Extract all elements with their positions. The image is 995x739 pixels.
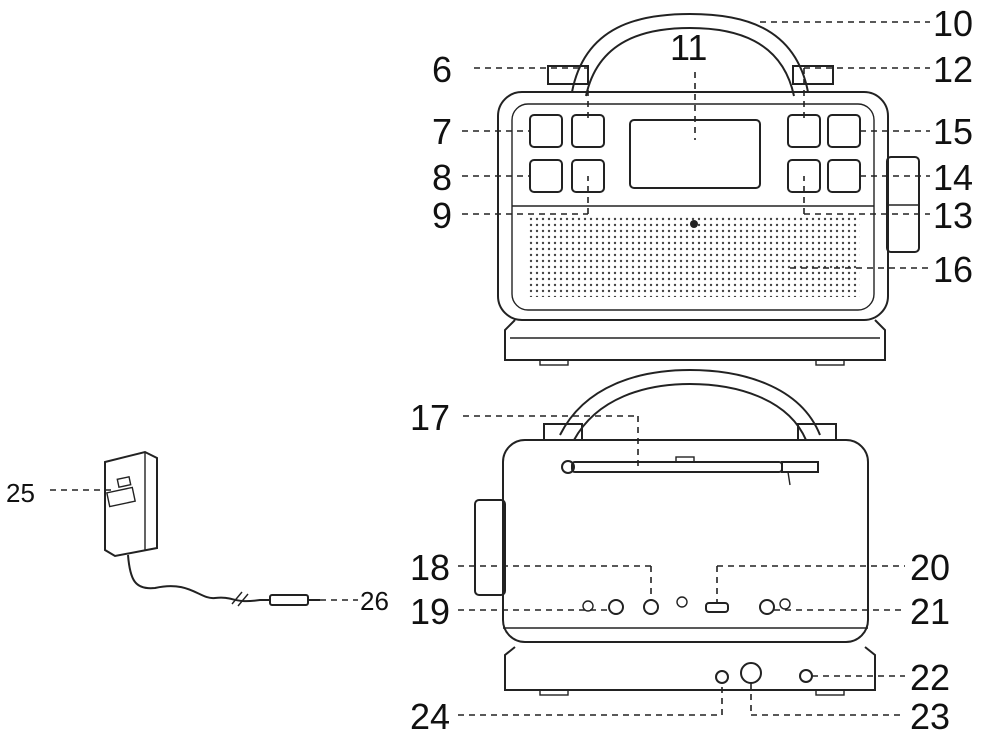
callout-10: 10 [933,3,973,44]
back-cabinet [502,439,869,643]
callout-6: 6 [432,49,452,90]
carry-handle-back [559,368,821,436]
button-7 [529,114,563,148]
button-14 [827,159,861,193]
base-socket-23 [740,662,762,684]
button-8 [529,159,563,193]
callout-9: 9 [432,195,452,236]
callout-17: 17 [410,397,450,438]
callout-23: 23 [910,696,950,737]
callout-7: 7 [432,111,452,152]
callout-21: 21 [910,591,950,632]
button-12 [787,114,821,148]
leader-lines [50,21,930,716]
front-view [497,12,920,366]
telescopic-antenna [571,461,783,473]
base-socket-24 [715,670,729,684]
power-adapter [104,450,320,607]
callout-13: 13 [933,195,973,236]
callout-26: 26 [360,586,389,616]
screw-left [582,600,594,612]
base-socket-22 [799,669,813,683]
speaker-grille [528,215,860,297]
side-knob-back [474,499,506,596]
callout-labels: 6 7 8 9 10 11 12 13 14 15 16 17 18 19 20… [6,3,973,737]
callout-8: 8 [432,157,452,198]
dc-plug-26 [269,594,309,606]
callout-24: 24 [410,696,450,737]
button-6 [571,114,605,148]
callout-22: 22 [910,657,950,698]
carry-handle-front [571,12,809,93]
callout-18: 18 [410,547,450,588]
callout-12: 12 [933,49,973,90]
button-15 [827,114,861,148]
jack-19 [608,599,624,615]
callout-19: 19 [410,591,450,632]
screw-center [676,596,688,608]
front-base [504,319,886,361]
callout-14: 14 [933,157,973,198]
usb-port-20 [705,602,729,613]
adapter-cable [127,554,270,603]
callout-25: 25 [6,478,35,508]
jack-21 [759,599,775,615]
back-base [504,646,876,691]
jack-18 [643,599,659,615]
callout-11: 11 [670,27,707,68]
callout-15: 15 [933,111,973,152]
callout-20: 20 [910,547,950,588]
back-view [474,368,876,696]
screw-right [779,598,791,610]
callout-16: 16 [933,249,973,290]
